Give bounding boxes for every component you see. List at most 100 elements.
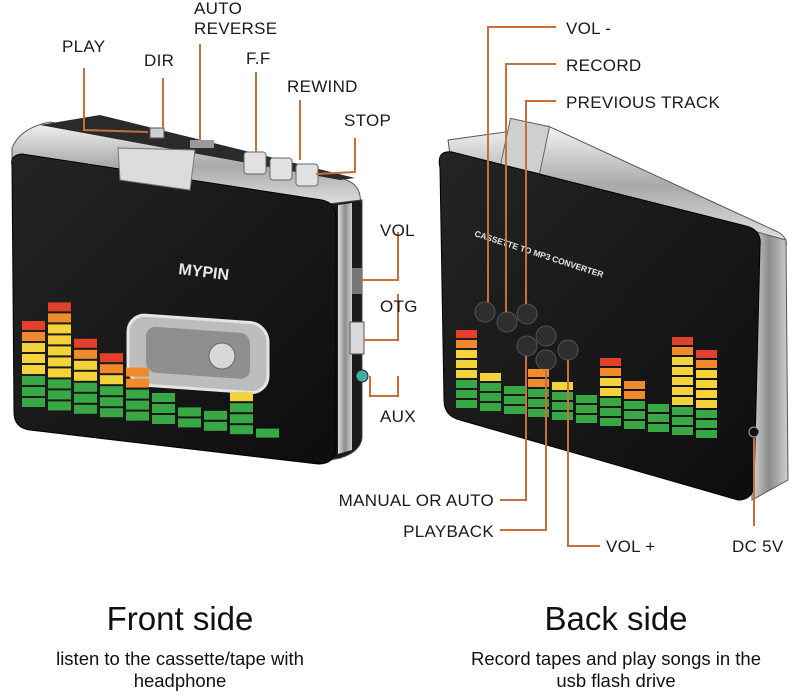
label-dc-5v: DC 5V: [732, 537, 784, 556]
cassette-door-latch: [117, 147, 196, 191]
eq-segment: [48, 313, 71, 323]
eq-segment: [672, 427, 693, 435]
eq-segment: [480, 383, 501, 391]
eq-segment: [600, 368, 621, 376]
eq-segment: [22, 376, 45, 385]
rewind-button[interactable]: [269, 157, 293, 181]
eq-segment: [22, 354, 45, 363]
eq-segment: [256, 428, 279, 438]
previous-track-button[interactable]: [516, 303, 538, 325]
eq-segment: [48, 302, 71, 312]
back-subtitle-line1: Record tapes and play songs in the: [470, 648, 762, 669]
eq-segment: [552, 382, 573, 390]
eq-segment: [126, 411, 149, 421]
vol-wheel[interactable]: [352, 268, 362, 294]
eq-segment: [480, 403, 501, 411]
eq-segment: [672, 407, 693, 415]
eq-segment: [22, 398, 45, 407]
label-auto-reverse-line1: AUTO: [194, 0, 242, 18]
brand-logo: MYPIN: [178, 261, 230, 284]
eq-segment: [696, 370, 717, 378]
ff-button[interactable]: [243, 151, 267, 175]
eq-segment: [624, 391, 645, 399]
label-manual-or-auto: MANUAL OR AUTO: [339, 491, 494, 510]
label-dir: DIR: [144, 51, 174, 70]
eq-segment: [600, 398, 621, 406]
eq-segment: [576, 415, 597, 423]
label-record: RECORD: [566, 56, 641, 75]
eq-segment: [48, 379, 71, 389]
eq-segment: [48, 368, 71, 378]
eq-segment: [672, 347, 693, 355]
eq-segment: [672, 417, 693, 425]
eq-segment: [230, 414, 253, 424]
eq-segment: [74, 404, 97, 414]
playback-button[interactable]: [535, 325, 557, 347]
label-rewind: REWIND: [287, 77, 358, 96]
eq-segment: [648, 414, 669, 422]
eq-segment: [74, 349, 97, 359]
vol-plus-button[interactable]: [557, 339, 579, 361]
manual-auto-button[interactable]: [516, 335, 538, 357]
eq-segment: [74, 382, 97, 392]
dir-switch[interactable]: [149, 127, 165, 139]
label-ff: F.F: [246, 49, 271, 68]
eq-segment: [178, 407, 201, 417]
eq-segment: [48, 390, 71, 400]
front-side-chrome: [338, 203, 352, 454]
eq-segment: [456, 380, 477, 388]
eq-segment: [126, 389, 149, 399]
label-previous-track: PREVIOUS TRACK: [566, 93, 720, 112]
eq-segment: [48, 324, 71, 334]
eq-segment: [22, 387, 45, 396]
eq-segment: [204, 421, 227, 431]
eq-segment: [48, 335, 71, 345]
eq-segment: [100, 353, 123, 363]
stop-button[interactable]: [295, 163, 319, 187]
front-equalizer: [22, 302, 279, 438]
eq-segment: [600, 378, 621, 386]
eq-segment: [528, 409, 549, 417]
eq-segment: [696, 350, 717, 358]
eq-segment: [480, 393, 501, 401]
eq-segment: [600, 358, 621, 366]
eq-segment: [696, 360, 717, 368]
label-vol-plus: VOL +: [606, 537, 656, 556]
eq-segment: [480, 373, 501, 381]
eq-segment: [456, 400, 477, 408]
eq-segment: [22, 365, 45, 374]
eq-segment: [696, 380, 717, 388]
eq-segment: [100, 364, 123, 374]
vol-minus-button[interactable]: [474, 301, 496, 323]
back-caption: Back side Record tapes and play songs in…: [430, 600, 802, 692]
label-auto-reverse-line2: REVERSE: [194, 19, 277, 38]
eq-segment: [624, 401, 645, 409]
aux-jack[interactable]: [355, 369, 369, 383]
eq-segment: [696, 430, 717, 438]
eq-segment: [600, 408, 621, 416]
eq-segment: [456, 350, 477, 358]
eq-segment: [624, 421, 645, 429]
front-subtitle-line1: listen to the cassette/tape with: [56, 648, 304, 669]
eq-segment: [648, 424, 669, 432]
eq-segment: [504, 406, 525, 414]
usb-otg-port[interactable]: [349, 321, 365, 355]
eq-segment: [696, 420, 717, 428]
dc-jack[interactable]: [748, 426, 760, 438]
eq-segment: [456, 370, 477, 378]
back-title: Back side: [544, 600, 688, 637]
eq-segment: [456, 390, 477, 398]
eq-segment: [74, 360, 97, 370]
eq-segment: [152, 393, 175, 402]
eq-segment: [672, 387, 693, 395]
eq-segment: [576, 395, 597, 403]
eq-segment: [100, 386, 123, 396]
front-title: Front side: [106, 600, 254, 637]
record-button[interactable]: [496, 311, 518, 333]
eq-segment: [74, 338, 97, 348]
front-caption: Front side listen to the cassette/tape w…: [0, 600, 360, 692]
play-pause-button[interactable]: [535, 349, 557, 371]
auto-reverse-switch[interactable]: [190, 140, 214, 148]
eq-segment: [456, 340, 477, 348]
eq-segment: [552, 392, 573, 400]
